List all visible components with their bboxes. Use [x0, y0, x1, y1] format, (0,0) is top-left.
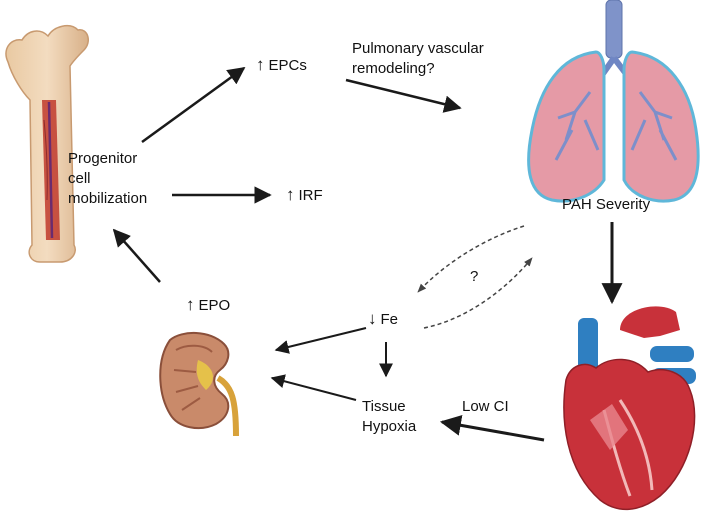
label-epo: EPO — [186, 296, 231, 315]
dashed-arrow-fe-to-pah — [423, 257, 533, 329]
lungs-icon — [527, 0, 700, 203]
label-fe: Fe — [368, 310, 399, 329]
arrow-epcs-to-lungs — [345, 78, 462, 113]
label-irf-text: IRF — [298, 187, 323, 204]
label-low-ci: Low CI — [462, 398, 509, 415]
label-epo-text: EPO — [198, 297, 231, 314]
label-irf: IRF — [286, 186, 323, 205]
kidney-icon — [159, 332, 239, 437]
label-tissue-line2: Hypoxia — [362, 418, 417, 435]
arrow-heart-to-hypoxia — [439, 414, 545, 442]
arrow-fe-to-kidney — [274, 327, 367, 354]
label-progenitor-line1: Progenitor — [68, 150, 138, 167]
label-question-mark: ? — [470, 268, 479, 285]
label-fe-text: Fe — [380, 311, 399, 328]
arrow-hypoxia-to-kidney — [270, 374, 357, 401]
arrow-epo-to-mobilization — [112, 228, 161, 283]
label-pah-severity: PAH Severity — [562, 196, 651, 213]
femur-bone-icon — [5, 24, 89, 263]
label-pulmonary-line2: remodeling? — [352, 60, 435, 77]
label-pulmonary-line1: Pulmonary vascular — [352, 40, 484, 57]
label-progenitor-line3: mobilization — [68, 190, 148, 207]
arrow-mobilization-to-epcs — [141, 66, 246, 144]
dashed-arrow-pah-to-fe — [417, 225, 525, 293]
label-tissue-line1: Tissue — [362, 398, 406, 415]
label-epcs-text: EPCs — [268, 57, 307, 74]
heart-icon — [563, 306, 696, 511]
label-progenitor-line2: cell — [68, 170, 91, 187]
label-epcs: EPCs — [256, 56, 307, 75]
